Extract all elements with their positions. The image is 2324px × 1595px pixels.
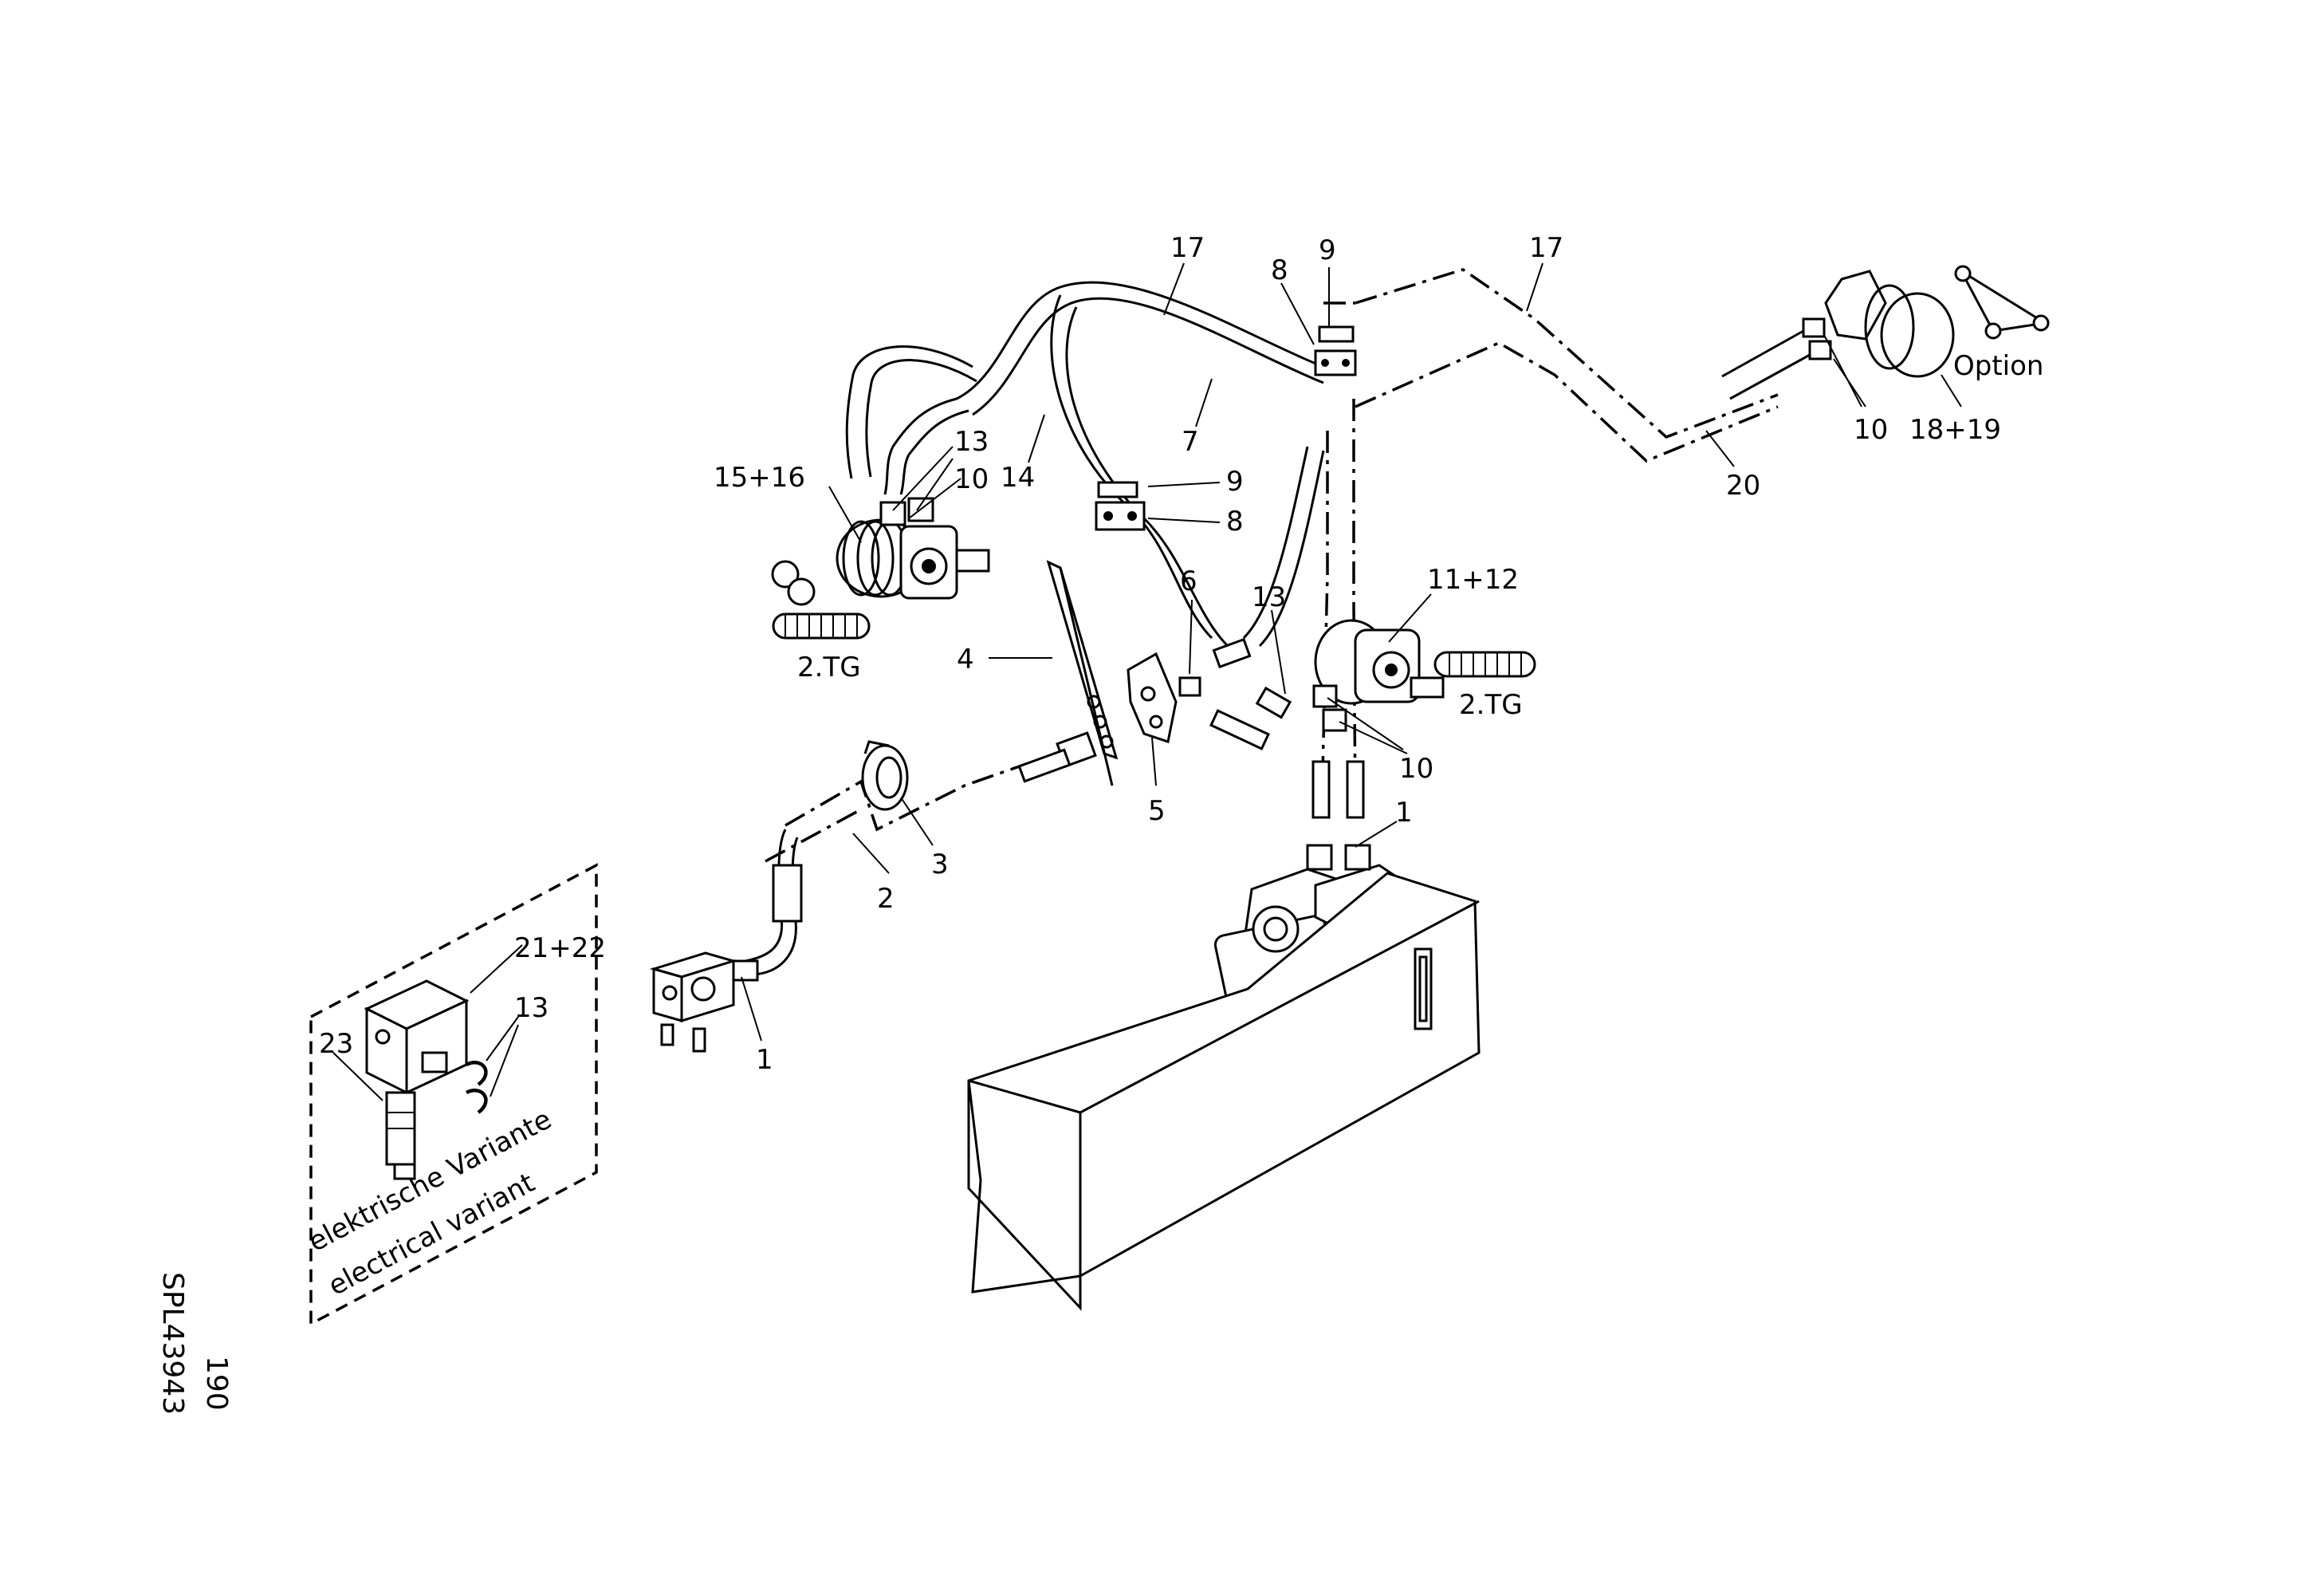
callout-1-left: 1 xyxy=(756,1044,773,1076)
callout-11-12: 11+12 xyxy=(1427,564,1519,596)
callout-15-16: 15+16 xyxy=(714,462,805,494)
callout-17-left: 17 xyxy=(1170,232,1205,264)
callout-17-right: 17 xyxy=(1529,232,1563,264)
clamp-top xyxy=(1314,325,1357,376)
fittings xyxy=(1178,637,1292,750)
option-motor-18-19 xyxy=(1721,265,2050,400)
electrical-variant-box xyxy=(309,863,598,1326)
plate-4 xyxy=(1017,560,1119,786)
callout-2: 2 xyxy=(877,883,895,915)
callout-10-top: 10 xyxy=(954,463,989,495)
callout-7: 7 xyxy=(1182,426,1199,458)
clamp-3 xyxy=(861,740,909,811)
callout-10-right: 10 xyxy=(1854,414,1888,446)
drawing-number: 190 xyxy=(200,1356,233,1411)
callout-13-middle: 13 xyxy=(1252,581,1286,613)
label-tg-right: 2.TG xyxy=(1459,689,1523,721)
callout-9-top: 9 xyxy=(1319,234,1336,266)
callout-13-variant: 13 xyxy=(514,992,549,1024)
label-option: Option xyxy=(1953,350,2043,382)
tg-symbol-left xyxy=(772,612,871,640)
callout-10-middle: 10 xyxy=(1399,753,1433,785)
callout-3: 3 xyxy=(931,849,949,880)
callout-4: 4 xyxy=(957,644,974,675)
valve-block-left xyxy=(649,951,759,1053)
callout-20: 20 xyxy=(1726,470,1760,502)
tg-symbol-right xyxy=(1433,651,1536,678)
hose-2 xyxy=(745,829,803,976)
callout-8-top: 8 xyxy=(1271,254,1288,286)
label-tg-left: 2.TG xyxy=(797,652,861,683)
callout-21-22: 21+22 xyxy=(514,932,606,964)
drawing-code: SPL43943 xyxy=(156,1272,189,1415)
callout-13-top: 13 xyxy=(954,426,989,458)
callout-8-middle: 8 xyxy=(1226,506,1244,538)
callouts: 17 17 8 9 7 14 13 10 15+16 9 8 4 6 13 11… xyxy=(319,232,2001,1076)
callout-18-19: 18+19 xyxy=(1909,414,2001,446)
drawing-id: 190 SPL43943 xyxy=(156,1272,233,1415)
callout-1-right: 1 xyxy=(1395,797,1413,829)
clamp-middle xyxy=(1095,481,1146,531)
motor-15-16 xyxy=(771,497,990,606)
callout-14: 14 xyxy=(1001,462,1035,494)
flange-5 xyxy=(1127,652,1178,743)
leader-lines xyxy=(332,262,1962,1101)
callout-9-middle: 9 xyxy=(1226,466,1244,498)
callout-23: 23 xyxy=(319,1028,353,1060)
callout-6: 6 xyxy=(1180,565,1197,597)
callout-5: 5 xyxy=(1148,795,1166,827)
motor-11-12 xyxy=(1312,619,1445,732)
tank xyxy=(967,872,1481,1311)
